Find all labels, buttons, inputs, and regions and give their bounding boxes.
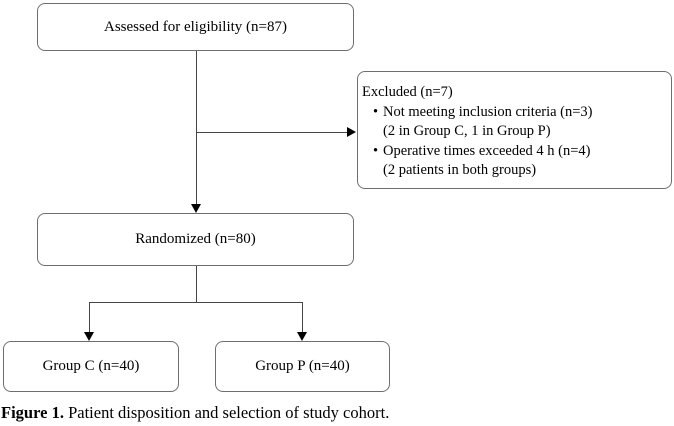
- excluded-item-1-continued: (2 in Group C, 1 in Group P): [362, 122, 665, 142]
- group-c-label: Group C (n=40): [42, 358, 140, 375]
- arrowhead-into-group-c-icon: [84, 332, 94, 341]
- bullet-spacer: [362, 122, 383, 142]
- bullet-spacer: [362, 161, 383, 181]
- connector-assessed-to-randomized: [196, 51, 197, 204]
- connector-split-horizontal: [89, 302, 303, 303]
- excluded-item-1-line-2: (2 in Group C, 1 in Group P): [383, 123, 551, 139]
- bullet-icon: •: [373, 103, 379, 120]
- connector-to-excluded: [196, 132, 347, 133]
- connector-split-to-group-p: [302, 302, 303, 332]
- excluded-item-2-continued: (2 patients in both groups): [362, 161, 665, 181]
- group-p-label: Group P (n=40): [255, 358, 350, 375]
- arrowhead-into-randomized-icon: [191, 204, 201, 213]
- excluded-title: Excluded (n=7): [362, 84, 453, 100]
- excluded-item-2: • Operative times exceeded 4 h (n=4): [362, 142, 665, 162]
- excluded-item-1: • Not meeting inclusion criteria (n=3): [362, 103, 665, 123]
- group-c-box: Group C (n=40): [3, 341, 179, 392]
- excluded-item-2-line-1: Operative times exceeded 4 h (n=4): [383, 142, 591, 159]
- excluded-box: Excluded (n=7) • Not meeting inclusion c…: [357, 71, 672, 189]
- connector-split-to-group-c: [89, 302, 90, 332]
- randomized-box: Randomized (n=80): [37, 213, 354, 266]
- excluded-item-2-line-2: (2 patients in both groups): [383, 162, 537, 178]
- randomized-label: Randomized (n=80): [135, 231, 256, 248]
- arrowhead-into-excluded-icon: [347, 127, 356, 137]
- assessed-eligibility-label: Assessed for eligibility (n=87): [103, 18, 288, 35]
- bullet-icon: •: [373, 142, 379, 159]
- group-p-box: Group P (n=40): [215, 341, 390, 392]
- figure-caption-text: Patient disposition and selection of stu…: [63, 403, 390, 422]
- arrowhead-into-group-p-icon: [297, 332, 307, 341]
- assessed-eligibility-box: Assessed for eligibility (n=87): [37, 3, 354, 51]
- connector-randomized-to-split: [196, 266, 197, 302]
- figure-caption: Figure 1. Patient disposition and select…: [1, 403, 389, 423]
- excluded-item-1-line-1: Not meeting inclusion criteria (n=3): [383, 103, 593, 120]
- figure-caption-number: Figure 1.: [1, 403, 64, 422]
